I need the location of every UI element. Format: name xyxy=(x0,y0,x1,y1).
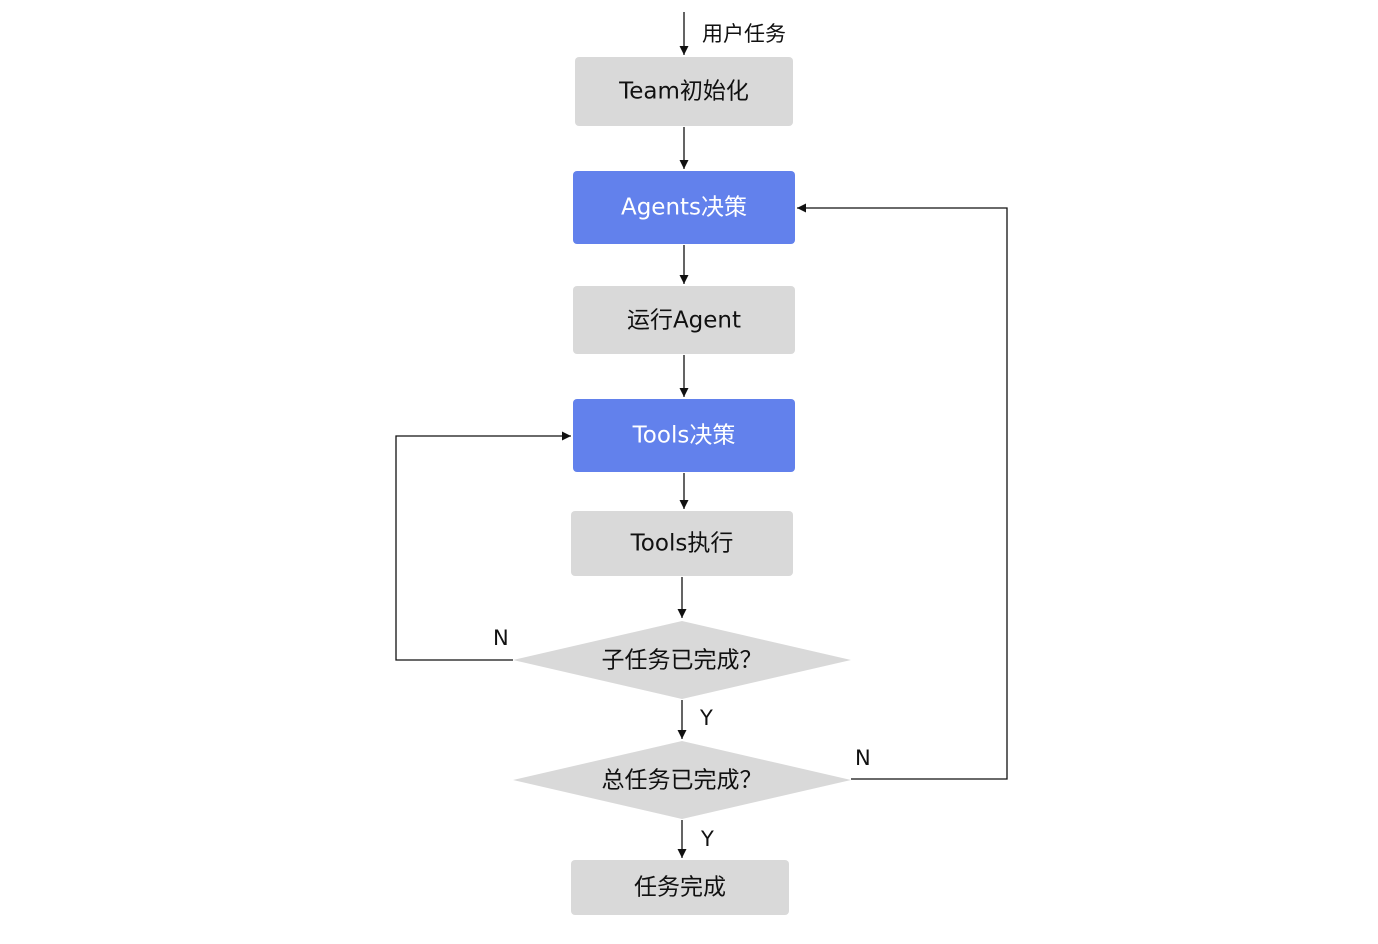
node-tools-exec xyxy=(571,511,793,576)
node-tools-decision-label: Tools决策 xyxy=(632,423,736,449)
node-team-init xyxy=(575,57,793,126)
node-tools-decision xyxy=(573,399,795,472)
edge-subtask-no-to-tools-decision xyxy=(395,431,571,661)
node-agents-decision-label: Agents决策 xyxy=(621,195,747,221)
node-agents-decision xyxy=(573,171,795,244)
node-team-init-label: Team初始化 xyxy=(618,79,749,105)
node-subtask-done-label: 子任务已完成？ xyxy=(602,648,763,674)
edge-label-subtask-yes: Y xyxy=(699,706,713,730)
edge-label-total-no: N xyxy=(855,746,871,770)
node-run-agent xyxy=(573,286,795,354)
input-label: 用户任务 xyxy=(702,22,786,46)
node-subtask-done xyxy=(513,621,851,699)
node-total-done-label: 总任务已完成？ xyxy=(602,768,763,794)
edge-label-subtask-no: N xyxy=(493,626,509,650)
node-tools-exec-label: Tools执行 xyxy=(630,531,734,557)
node-task-complete xyxy=(571,860,789,915)
node-total-done xyxy=(513,741,851,819)
edge-label-total-yes: Y xyxy=(700,827,714,851)
node-task-complete-label: 任务完成 xyxy=(634,875,726,901)
node-run-agent-label: 运行Agent xyxy=(627,308,741,334)
edge-total-no-to-agents-decision xyxy=(797,203,1008,780)
